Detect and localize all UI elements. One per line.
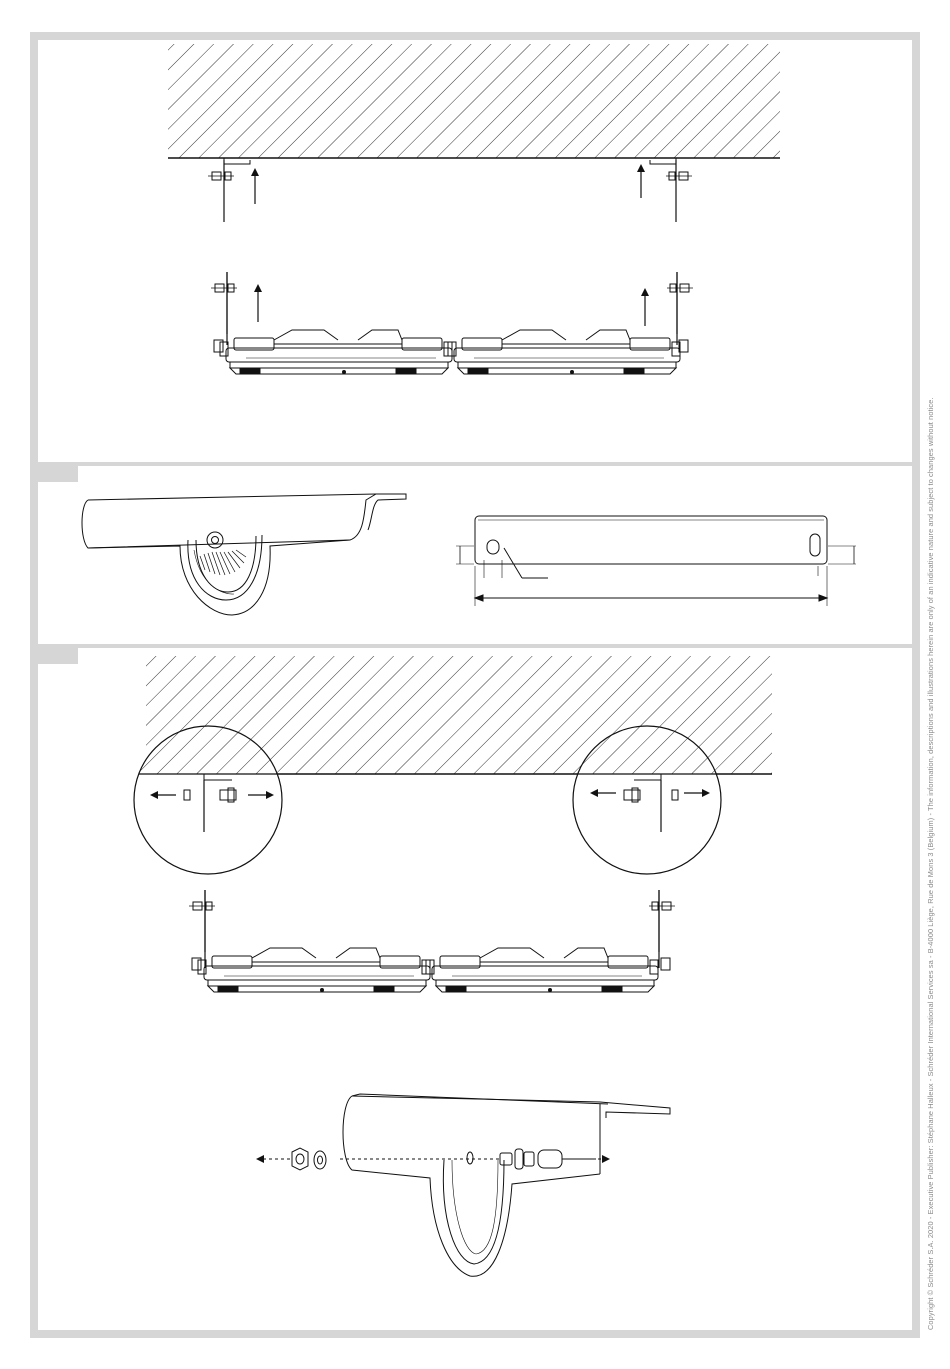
- bracket-dimension-drawing: [456, 516, 856, 606]
- ceiling-bracket-right: [650, 158, 692, 222]
- step-3-drawing: [130, 656, 772, 1276]
- bracket-perspective-detail: [82, 494, 406, 615]
- step-2-drawing: [82, 494, 856, 615]
- ceiling-hatch: [168, 44, 780, 158]
- step-1-drawing: [168, 44, 780, 374]
- exploded-bracket-view: [258, 1094, 670, 1276]
- legal-notice: Copyright © Schréder S.A. 2020 - Executi…: [926, 250, 935, 1330]
- hex-nut-icon: [292, 1148, 308, 1170]
- luminaire-assembly-top: [211, 272, 693, 374]
- luminaire-assembly-bottom: [189, 890, 675, 992]
- ceiling-bracket-left: [208, 158, 250, 222]
- washer-icon: [314, 1151, 326, 1169]
